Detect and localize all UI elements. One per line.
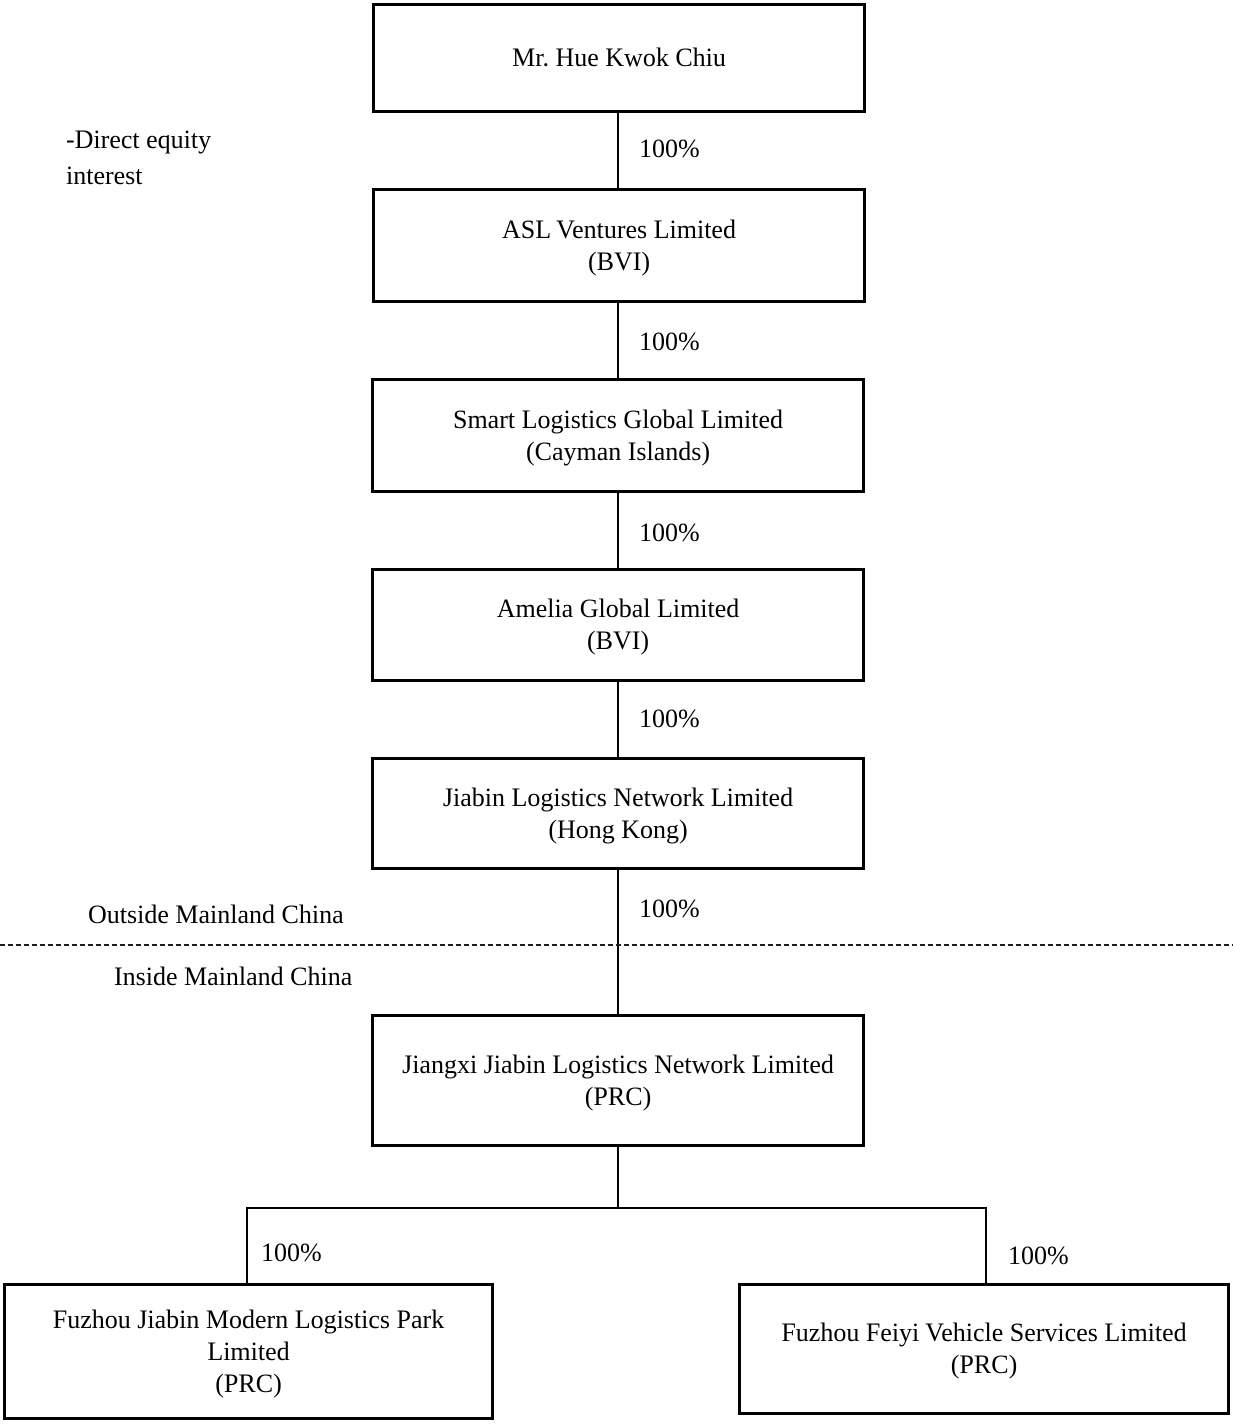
node-asl-ventures: ASL Ventures Limited (BVI)	[372, 188, 866, 303]
connector-vertical-right-branch	[985, 1207, 987, 1283]
node-line: (BVI)	[586, 626, 650, 655]
region-label-inside-mainland-china: Inside Mainland China	[114, 962, 353, 991]
node-line: (Cayman Islands)	[525, 436, 711, 466]
connector-vertical	[617, 493, 619, 568]
node-jiangxi-jiabin-logistics: Jiangxi Jiabin Logistics Network Limited…	[371, 1014, 865, 1147]
ownership-percent-label: 100%	[1008, 1241, 1069, 1270]
node-line: Jiangxi Jiabin Logistics Network Limited	[402, 1049, 834, 1079]
node-line: (PRC)	[215, 1368, 282, 1398]
node-line: (Hong Kong)	[548, 814, 688, 844]
node-line: Fuzhou Jiabin Modern Logistics Park	[52, 1304, 445, 1334]
ownership-percent-label: 100%	[261, 1238, 322, 1267]
node-line: Mr. Hue Kwok Chiu	[512, 43, 726, 72]
connector-horizontal	[246, 1207, 987, 1209]
node-line: Amelia Global Limited	[496, 594, 740, 623]
node-line: Jiabin Logistics Network Limited	[442, 782, 794, 812]
region-label-outside-mainland-china: Outside Mainland China	[88, 900, 344, 929]
ownership-percent-label: 100%	[639, 894, 700, 923]
ownership-percent-label: 100%	[639, 134, 700, 163]
connector-vertical	[617, 113, 619, 188]
node-mr-hue-kwok-chiu: Mr. Hue Kwok Chiu	[372, 3, 866, 113]
node-jiabin-logistics-network: Jiabin Logistics Network Limited (Hong K…	[371, 757, 865, 870]
node-fuzhou-feiyi-vehicle-services: Fuzhou Feiyi Vehicle Services Limited (P…	[738, 1283, 1230, 1415]
node-line: Fuzhou Feiyi Vehicle Services Limited	[781, 1318, 1187, 1347]
connector-vertical	[617, 303, 619, 378]
ownership-percent-label: 100%	[639, 704, 700, 733]
mainland-china-divider	[0, 944, 1233, 946]
node-fuzhou-jiabin-modern-logistics-park: Fuzhou Jiabin Modern Logistics Park Limi…	[3, 1283, 494, 1420]
ownership-percent-label: 100%	[639, 518, 700, 547]
connector-vertical-left-branch	[246, 1207, 248, 1283]
node-line: Limited	[207, 1336, 290, 1366]
connector-vertical	[617, 682, 619, 757]
node-line: (PRC)	[584, 1081, 652, 1111]
node-line: Smart Logistics Global Limited	[452, 404, 783, 434]
node-line: ASL Ventures Limited	[502, 214, 736, 244]
node-smart-logistics-global: Smart Logistics Global Limited (Cayman I…	[371, 378, 865, 493]
node-amelia-global: Amelia Global Limited (BVI)	[371, 568, 865, 682]
legend-direct-equity-interest: -Direct equity interest	[66, 125, 212, 190]
node-line: (BVI)	[587, 246, 651, 276]
node-line: (PRC)	[950, 1350, 1018, 1379]
connector-vertical	[617, 870, 619, 1014]
connector-vertical	[617, 1147, 619, 1209]
ownership-percent-label: 100%	[639, 327, 700, 356]
